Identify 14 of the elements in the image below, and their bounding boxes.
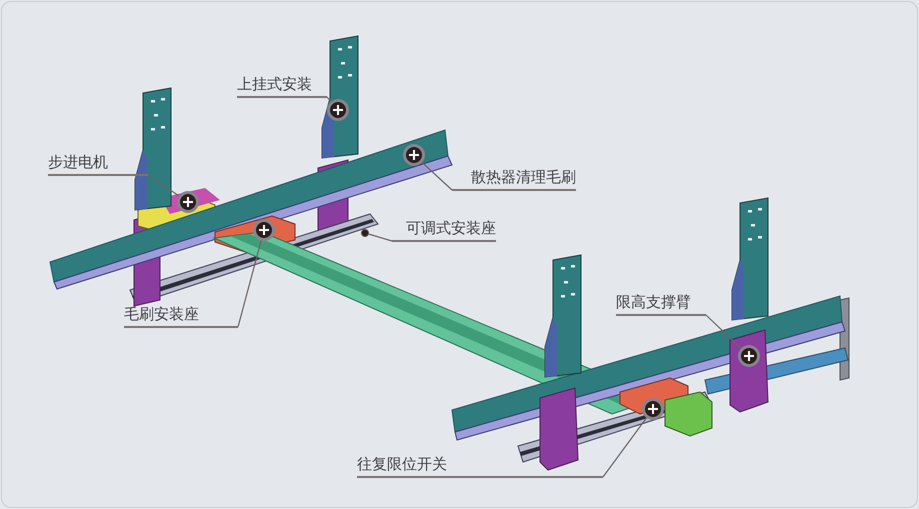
callout-label: 可调式安装座 [392,218,496,242]
callout-label: 往复限位开关 [357,454,603,478]
leader-line [368,234,392,242]
leader-line [706,314,742,349]
callout-label: 毛刷安装座 [124,304,238,328]
callout-label: 上挂式安装 [237,74,327,98]
leader-line [237,240,262,328]
callout-label: 散热器清理毛刷 [452,167,576,191]
leader-line [148,174,180,196]
leader-line [326,96,332,102]
callout-label: 步进电机 [48,152,148,176]
leader-line [602,418,647,478]
callout-label: 限高支撑臂 [616,292,706,316]
leader-line [422,162,452,190]
